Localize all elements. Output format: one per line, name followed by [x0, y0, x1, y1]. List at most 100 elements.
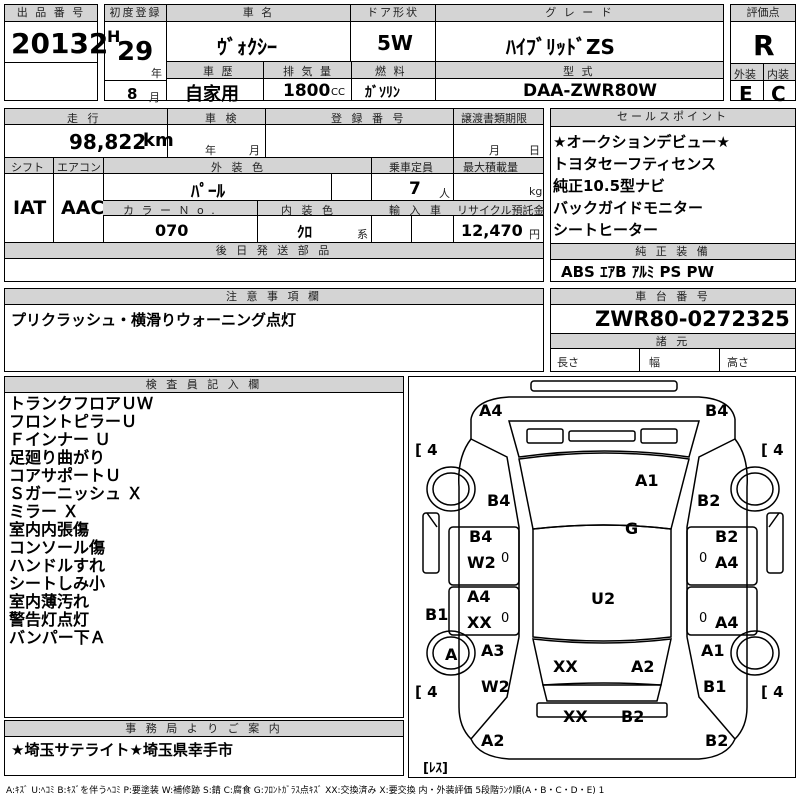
damage-mark: G — [625, 519, 639, 538]
month-unit: 月 — [149, 91, 160, 104]
inspector-item: コアサポートＵ — [9, 466, 122, 485]
sales-point-item: 純正10.5型ナビ — [553, 177, 666, 195]
model-value: DAA-ZWR80W — [523, 81, 658, 101]
transfer-day-unit: 日 — [529, 144, 540, 157]
history-row: 車 歴 排 気 量 燃 料 型 式 自家用 1800 CC ｶﾞｿﾘﾝ DAA-… — [166, 61, 724, 105]
damage-diagram: [ 4 [ 4 [ 4 [ 4 [ﾚｽ] A4 B4 A1 B4 B2 G B4… — [408, 376, 796, 778]
plate-label: 登 録 番 号 — [331, 112, 407, 125]
fuel-label: 燃 料 — [375, 65, 407, 78]
damage-mark: B4 — [705, 401, 729, 420]
notes-box: 注 意 事 項 欄 プリクラッシュ・横滑りウォーニング点灯 — [4, 288, 544, 372]
damage-mark: XX — [553, 657, 578, 676]
damage-mark: A3 — [481, 641, 505, 660]
inspector-item: トランクフロアＵＷ — [9, 394, 154, 413]
door-label: ドア形状 — [351, 5, 435, 22]
damage-mark: XX — [467, 613, 492, 632]
legend-footer: A:ｷｽﾞ U:ﾍｺﾐ B:ｷｽﾞを伴うﾍｺﾐ P:要塗装 W:補修跡 S:錆 … — [6, 786, 605, 796]
damage-mark: W2 — [467, 553, 496, 572]
registration-year: 29 — [117, 37, 154, 67]
recycle-label: リサイクル預託金 — [457, 204, 545, 217]
office-value: ★埼玉サテライト★埼玉県幸手市 — [11, 741, 233, 759]
notes-value: プリクラッシュ・横滑りウォーニング点灯 — [11, 311, 297, 329]
capacity-unit: 人 — [439, 187, 450, 200]
import-label: 輸 入 車 — [389, 204, 444, 217]
damage-mark: A4 — [479, 401, 503, 420]
load-unit: kg — [529, 185, 543, 198]
displacement-value: 1800 — [283, 81, 331, 101]
chassis-number: ZWR80-0272325 — [595, 307, 790, 331]
grade-cell: グ レ ー ド ﾊｲﾌﾞﾘｯﾄﾞZS — [435, 4, 724, 62]
sales-points-box: セールスポイント ★オークションデビュー★ トヨタセーフティセンス 純正10.5… — [550, 108, 796, 282]
year-unit: 年 — [151, 67, 162, 80]
color-no-value: 070 — [155, 221, 189, 240]
inspector-item: 室内薄汚れ — [9, 592, 90, 611]
door-cell: ドア形状 5W — [350, 4, 436, 62]
history-value: 自家用 — [185, 84, 239, 105]
inspector-label: 検 査 員 記 入 欄 — [5, 377, 403, 393]
damage-mark: A2 — [481, 731, 505, 750]
damage-mark: B1 — [425, 605, 449, 624]
exterior-score: E — [739, 82, 753, 106]
damage-mark: B4 — [469, 527, 493, 546]
office-label: 事 務 局 よ り ご 案 内 — [5, 721, 403, 737]
history-row-header — [167, 62, 723, 79]
recycle-value: 12,470 — [461, 221, 523, 240]
damage-mark: U2 — [591, 589, 616, 608]
first-registration-cell: 初度登録 H 29 年 8 月 — [104, 4, 167, 104]
damage-mark: W2 — [481, 677, 510, 696]
inspector-item: コンソール傷 — [9, 538, 106, 557]
width-label: 幅 — [649, 356, 660, 369]
score-value: R — [753, 29, 775, 62]
exterior-color-label: 外 装 色 — [211, 161, 266, 174]
color-row-header — [5, 158, 543, 174]
sales-point-item: トヨタセーフティセンス — [553, 155, 716, 173]
inspector-item: バンパー下Ａ — [9, 628, 106, 647]
inspector-item: シートしみ小 — [9, 574, 106, 593]
inspection-year-unit: 年 — [205, 144, 216, 157]
inspector-item: 警告灯点灯 — [9, 610, 90, 629]
interior-color-unit: 系 — [357, 228, 368, 241]
notes-label: 注 意 事 項 欄 — [5, 289, 543, 305]
sales-points-label: セールスポイント — [551, 109, 795, 127]
damage-mark: 0 — [501, 611, 510, 626]
damage-mark: B2 — [621, 707, 645, 726]
interior-label: 内装 — [767, 68, 789, 81]
interior-score: C — [771, 82, 786, 106]
equipment-value: ABS ｴｱB ｱﾙﾐ PS PW — [561, 263, 715, 281]
displacement-label: 排 気 量 — [283, 65, 333, 78]
inspector-item: Ｆインナー Ｕ — [9, 430, 111, 449]
color-no-row-header — [103, 200, 543, 216]
grade-label: グ レ ー ド — [436, 5, 723, 22]
inspector-item: フロントピラーＵ — [9, 412, 138, 431]
door-value: 5W — [377, 31, 413, 55]
later-parts-label: 後 日 発 送 部 品 — [5, 243, 543, 259]
damage-mark: A4 — [467, 587, 491, 606]
damage-mark: 0 — [501, 551, 510, 566]
damage-mark: A1 — [635, 471, 659, 490]
spare-less-label: [ﾚｽ] — [423, 761, 448, 776]
inspection-month-unit: 月 — [249, 144, 260, 157]
car-name: ｳﾞｫｸｼｰ — [217, 35, 277, 59]
aircon-value: AAC — [61, 197, 105, 219]
chassis-label: 車 台 番 号 — [551, 289, 795, 305]
length-label: 長さ — [557, 356, 579, 369]
damage-mark: A1 — [701, 641, 725, 660]
exterior-color-value: ﾊﾟｰﾙ — [191, 182, 225, 202]
shift-value: IAT — [13, 197, 47, 219]
sales-points-list: ★オークションデビュー★ トヨタセーフティセンス 純正10.5型ナビ バックガイ… — [553, 131, 730, 241]
tire-depth-left-top: [ 4 — [415, 441, 438, 459]
tire-depth-right-bottom: [ 4 — [761, 683, 784, 701]
registration-month: 8 — [127, 85, 138, 103]
tire-depth-left-bottom: [ 4 — [415, 683, 438, 701]
load-label: 最大積載量 — [463, 161, 518, 174]
office-box: 事 務 局 よ り ご 案 内 ★埼玉サテライト★埼玉県幸手市 — [4, 720, 404, 776]
damage-mark: XX — [563, 707, 588, 726]
transfer-label: 譲渡書類期限 — [461, 112, 527, 125]
interior-color-label: 内 装 色 — [281, 204, 336, 217]
mileage-unit: km — [143, 130, 174, 151]
lot-number: 20132 — [11, 27, 109, 60]
inspector-item: ハンドルすれ — [9, 556, 106, 575]
model-label: 型 式 — [563, 65, 595, 78]
car-name-cell: 車 名 ｳﾞｫｸｼｰ — [166, 4, 351, 62]
damage-mark: B1 — [703, 677, 727, 696]
